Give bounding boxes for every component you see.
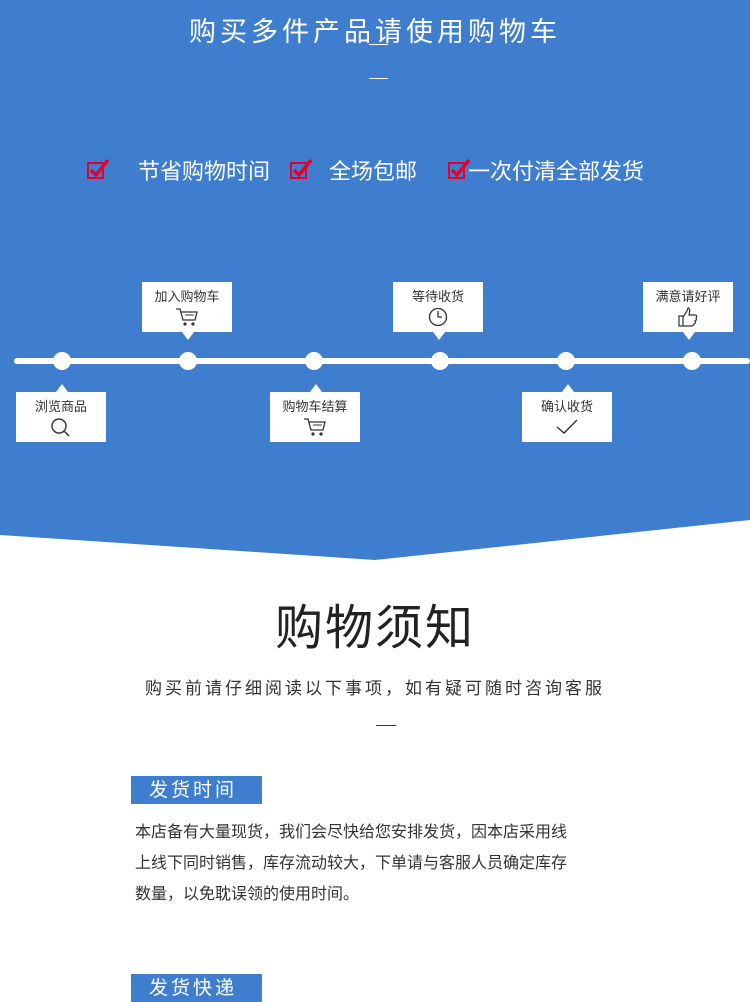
feature-save-time: 节省购物时间 [138, 160, 271, 185]
step-label: 满意请好评 [655, 290, 721, 305]
clock-icon [426, 307, 450, 327]
page-title: 购买多件产品请使用购物车 [189, 17, 561, 48]
feature-single-payment: 一次付清全部发货 [468, 160, 645, 185]
cart-icon [303, 417, 327, 437]
red-checkbox-icon [290, 158, 312, 180]
step-checkout: 购物车结算 [270, 384, 360, 442]
process-timeline [14, 358, 750, 364]
thumbs-up-icon [676, 307, 700, 327]
title-divider [369, 44, 388, 45]
checkmark-icon [555, 417, 579, 437]
step-label: 浏览商品 [34, 400, 87, 415]
timeline-node [179, 352, 197, 370]
step-browse: 浏览商品 [16, 384, 106, 442]
section-text-line: 数量，以免耽误领的使用时间。 [135, 884, 360, 903]
cart-icon [175, 307, 199, 327]
timeline-node [53, 352, 71, 370]
notice-title: 购物须知 [274, 600, 475, 656]
step-label: 购物车结算 [282, 400, 348, 415]
step-label: 确认收货 [540, 400, 593, 415]
section-text-line: 本店备有大量现货，我们会尽快给您安排发货，因本店采用线 [135, 822, 568, 841]
section-text-line: 上线下同时销售，库存流动较大，下单请与客服人员确定库存 [135, 853, 568, 872]
section-label-shipping-time: 发货时间 [131, 776, 262, 804]
step-await-delivery: 等待收货 [393, 282, 483, 340]
search-icon [49, 417, 73, 437]
title-divider [369, 78, 388, 79]
hero-banner [0, 0, 750, 560]
section-label-courier: 发货快递 [131, 974, 262, 1002]
step-confirm-receipt: 确认收货 [522, 384, 612, 442]
timeline-node [305, 352, 323, 370]
section-text-shipping-time: 本店备有大量现货，我们会尽快给您安排发货，因本店采用线 上线下同时销售，库存流动… [135, 816, 635, 909]
step-label: 加入购物车 [154, 290, 220, 305]
red-checkbox-icon [87, 158, 109, 180]
feature-free-shipping: 全场包邮 [329, 160, 418, 185]
step-good-review: 满意请好评 [643, 282, 733, 340]
timeline-node [683, 352, 701, 370]
red-checkbox-icon [448, 158, 470, 180]
timeline-node [557, 352, 575, 370]
notice-divider [376, 725, 396, 726]
step-add-to-cart: 加入购物车 [142, 282, 232, 340]
timeline-node [431, 352, 449, 370]
notice-subtitle: 购买前请仔细阅读以下事项，如有疑可随时咨询客服 [145, 679, 605, 699]
step-label: 等待收货 [411, 290, 464, 305]
